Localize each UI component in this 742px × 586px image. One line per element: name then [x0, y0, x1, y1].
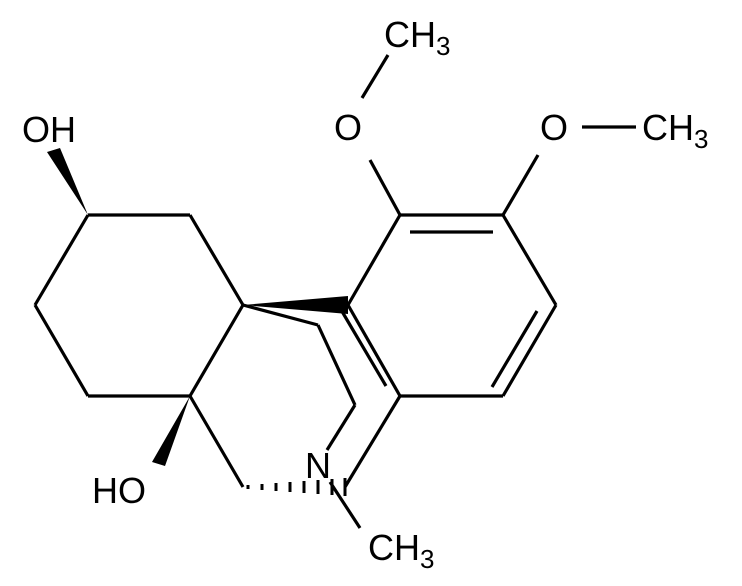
bond-ar6-ar1: [346, 304, 402, 397]
bond-c3-c4: [33, 304, 90, 397]
bond-c6-c1: [188, 214, 245, 306]
methyl-right-label: CH3: [642, 107, 708, 154]
bond-ar1-ar2: [346, 214, 402, 306]
bond-c2-c3: [33, 214, 90, 306]
atom-labels: OH HO O O CH3 CH3 N CH3: [22, 14, 708, 574]
bond-ar4-ar5: [501, 304, 558, 397]
bond-ar6-ar1-inner: [338, 307, 388, 387]
oh-top-label: OH: [22, 109, 76, 150]
methyl-top-label: CH3: [384, 14, 450, 61]
bond-c5-c9: [188, 395, 245, 488]
bond-c8-n: [325, 404, 357, 451]
bond-ar2-o1: [368, 159, 402, 216]
methoxy-oxygen-1-label: O: [334, 107, 362, 148]
bond-c6-c7: [242, 303, 319, 327]
bond-c5-c6: [188, 304, 245, 397]
bond-n-ch3: [328, 481, 362, 529]
wedge-bond-ring-junction: [243, 296, 348, 314]
bond-c7-c8: [316, 324, 357, 406]
oh-bottom-label: HO: [92, 470, 146, 511]
bond-o1-ch3: [360, 54, 390, 99]
methyl-n-label: CH3: [368, 527, 434, 574]
hashed-wedge-bond: [246, 478, 347, 496]
bonds: [33, 54, 636, 529]
bond-ar3-o2: [501, 154, 540, 216]
methoxy-oxygen-2-label: O: [540, 107, 568, 148]
wedge-bond-oh-top: [47, 148, 88, 215]
bond-ar4-ar5-inner: [490, 310, 539, 388]
bond-c10-ar: [343, 395, 402, 488]
bond-ar3-ar4: [501, 214, 558, 306]
wedge-bond-oh-bottom: [152, 396, 190, 466]
nitrogen-label: N: [305, 445, 331, 486]
